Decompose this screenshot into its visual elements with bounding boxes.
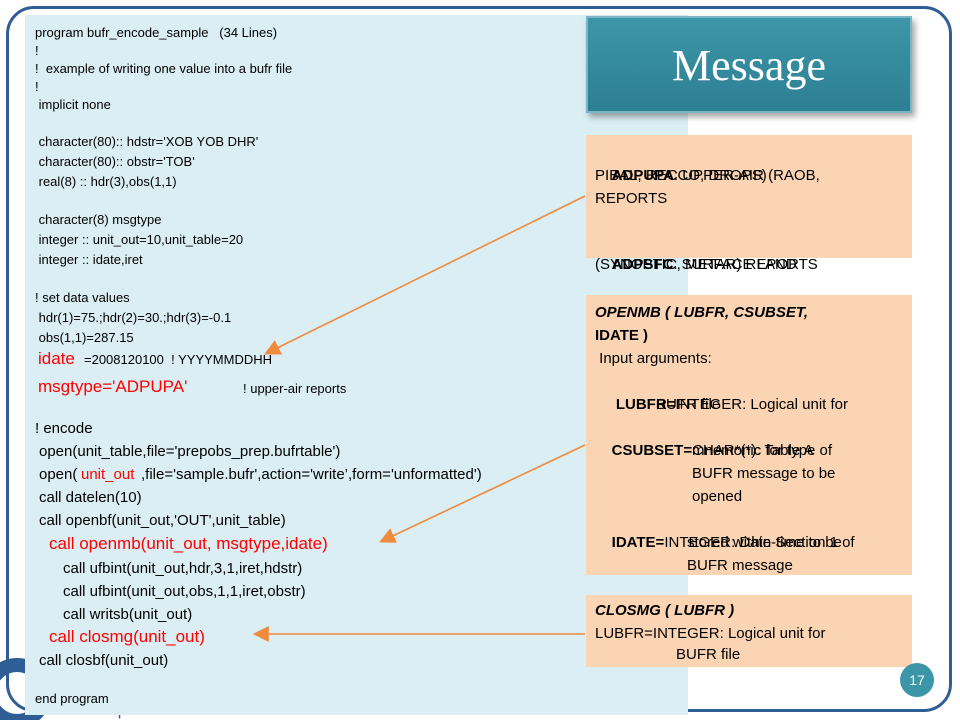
arrow-to-msgtype bbox=[264, 195, 586, 355]
code-open-suffix: ,file='sample.bufr',action='write’,form=… bbox=[141, 466, 482, 483]
openmb-csubset-line2: mnemonic for type of bbox=[692, 442, 833, 459]
code-line: call writsb(unit_out) bbox=[63, 606, 193, 623]
code-line: ! set data values bbox=[35, 290, 130, 305]
code-line: ! bbox=[35, 79, 39, 94]
openmb-idate-line3: BUFR message bbox=[687, 557, 793, 574]
adpupa-text: : UPPER-AIR (RAOB, bbox=[673, 167, 820, 184]
adpupa-key: ADPUPA bbox=[611, 167, 674, 184]
code-msgtype: msgtype='ADPUPA' bbox=[38, 377, 188, 396]
msgtype-note: ADPUPA: UPPER-AIR (RAOB, PIBAL, RECCO, D… bbox=[586, 135, 912, 273]
code-openmb-call: call openmb(unit_out, msgtype,idate) bbox=[49, 534, 328, 553]
code-idate-value: =2008120100 ! YYYYMMDDHH bbox=[84, 352, 272, 367]
code-line: character(80):: hdstr='XOB YOB DHR' bbox=[35, 134, 259, 149]
openmb-heading: OPENMB ( LUBFR, CSUBSET, bbox=[595, 304, 809, 321]
code-line: integer :: idate,iret bbox=[35, 252, 143, 267]
code-line: call openbf(unit_out,'OUT',unit_table) bbox=[39, 512, 286, 529]
code-unit-out: unit_out bbox=[81, 466, 135, 483]
openmb-idate-key: IDATE= bbox=[611, 534, 665, 551]
code-open-prefix: open( bbox=[39, 466, 78, 483]
openmb-note: OPENMB ( LUBFR, CSUBSET, IDATE ) Input a… bbox=[586, 295, 912, 575]
code-line: character(8) msgtype bbox=[35, 212, 162, 227]
page-number: 17 bbox=[900, 663, 934, 697]
title-box: Message bbox=[586, 16, 912, 113]
closmg-note: CLOSMG ( LUBFR ) LUBFR=INTEGER: Logical … bbox=[586, 595, 912, 667]
code-closmg-call: call closmg(unit_out) bbox=[49, 627, 205, 646]
code-panel: program bufr_encode_sample (34 Lines) ! … bbox=[25, 15, 688, 715]
openmb-csubset-text: CHAR*(*): Table A bbox=[692, 442, 814, 459]
slide-title: Message bbox=[672, 41, 826, 90]
openmb-lubfr-text: INTEGER: Logical unit for bbox=[675, 396, 848, 413]
openmb-csubset-key: CSUBSET= bbox=[611, 442, 693, 459]
openmb-idate-text: INTEGER: Date-time to be bbox=[664, 534, 842, 551]
code-line: ! bbox=[35, 43, 39, 58]
adpsfc-text: : SURFACE LAND bbox=[673, 256, 797, 273]
closmg-heading: CLOSMG ( LUBFR ) bbox=[595, 602, 735, 619]
code-line: program bufr_encode_sample (34 Lines) bbox=[35, 25, 278, 40]
code-idate-keyword: idate bbox=[38, 349, 75, 368]
openmb-csubset-line4: opened bbox=[692, 488, 743, 505]
code-line: integer :: unit_out=10,unit_table=20 bbox=[35, 232, 244, 247]
code-line: ! encode bbox=[35, 420, 93, 437]
adpupa-line3: REPORTS bbox=[595, 190, 668, 207]
adpupa-line2: PIBAL, RECCO, DROPS) bbox=[595, 167, 767, 184]
code-line: end program bbox=[35, 691, 109, 706]
code-line: implicit none bbox=[35, 97, 111, 112]
adpsfc-line2: (SYNOPTIC, METAR) REPORTS bbox=[595, 256, 818, 273]
adpsfc-key: ADPSFC bbox=[611, 256, 674, 273]
openmb-heading-2: IDATE ) bbox=[595, 327, 649, 344]
code-line: character(80):: obstr='TOB' bbox=[35, 154, 195, 169]
code-line: call ufbint(unit_out,hdr,3,1,iret,hdstr) bbox=[63, 560, 303, 577]
openmb-lubfr-key: LUBFR= bbox=[611, 396, 676, 413]
closmg-line2: BUFR file bbox=[676, 646, 741, 663]
code-line: call datelen(10) bbox=[39, 489, 142, 506]
code-line: real(8) :: hdr(3),obs(1,1) bbox=[35, 174, 177, 189]
openmb-input-args: Input arguments: bbox=[595, 350, 712, 367]
arrow-to-openmb bbox=[379, 444, 586, 543]
code-line: ! example of writing one value into a bu… bbox=[35, 61, 293, 76]
code-line: hdr(1)=75.;hdr(2)=30.;hdr(3)=-0.1 bbox=[35, 310, 232, 325]
code-line: obs(1,1)=287.15 bbox=[35, 330, 134, 345]
closmg-line1: LUBFR=INTEGER: Logical unit for bbox=[595, 625, 826, 642]
openmb-idate-line2: stored within Section 1 of bbox=[687, 534, 855, 551]
code-line: ! upper-air reports bbox=[243, 381, 347, 396]
openmb-csubset-line3: BUFR message to be bbox=[692, 465, 836, 482]
code-line: call closbf(unit_out) bbox=[39, 652, 169, 669]
openmb-lubfr-line2: BUFR file bbox=[656, 396, 721, 413]
code-line: call ufbint(unit_out,obs,1,1,iret,obstr) bbox=[63, 583, 306, 600]
code-line: open(unit_table,file='prepobs_prep.bufrt… bbox=[39, 443, 341, 460]
